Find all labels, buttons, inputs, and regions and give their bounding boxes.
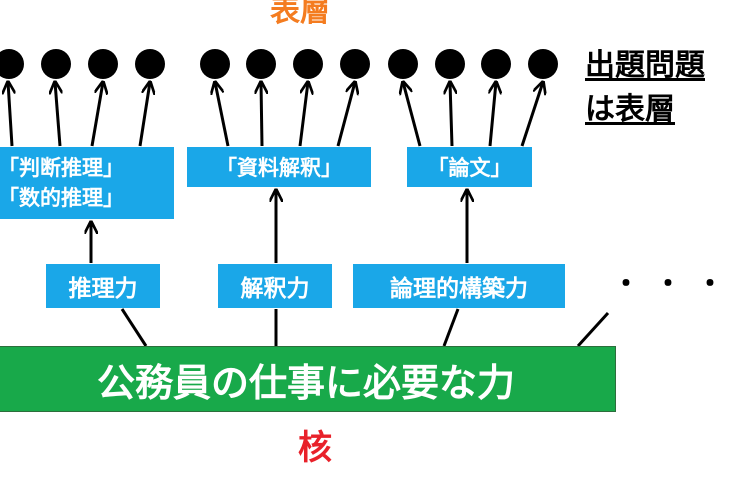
exam-note-line-2: は表層 xyxy=(585,92,675,127)
ability-box-reasoning: 推理力 xyxy=(46,264,160,308)
core-ability-bar: 公務員の仕事に必要な力 xyxy=(0,346,616,412)
surface-dot xyxy=(246,49,276,79)
arrow-to-dot xyxy=(450,82,452,147)
subject-line: 「資料解釈」 xyxy=(216,156,342,180)
core-connector xyxy=(576,311,610,348)
exam-note-line-1: 出題問題 xyxy=(585,48,705,83)
core-connector xyxy=(442,308,460,347)
surface-dot xyxy=(435,49,465,79)
core-label: 核 xyxy=(298,428,332,468)
subject-line: 「判断推理」 xyxy=(0,156,124,180)
core-ability-text: 公務員の仕事に必要な力 xyxy=(96,360,515,405)
ellipsis: ・・・ xyxy=(612,267,739,300)
arrow-to-dot xyxy=(336,82,355,147)
ability-label: 推理力 xyxy=(68,276,138,302)
arrow-to-dot xyxy=(138,82,150,147)
ability-box-interpretation: 解釈力 xyxy=(218,264,332,308)
surface-dot xyxy=(528,49,558,79)
arrow-to-dot xyxy=(215,82,230,147)
surface-dot xyxy=(0,49,24,79)
subject-box-reasoning: 「判断推理」 「数的推理」 xyxy=(0,147,174,219)
surface-dot xyxy=(388,49,418,79)
subject-line: 「論文」 xyxy=(427,156,512,180)
arrow-to-dot xyxy=(8,82,12,147)
surface-dot xyxy=(41,49,71,79)
surface-dot xyxy=(200,49,230,79)
subject-line: 「数的推理」 xyxy=(0,186,124,210)
surface-dot xyxy=(88,49,118,79)
arrow-to-dot xyxy=(261,82,262,147)
exam-note: 出題問題 は表層 xyxy=(585,44,705,132)
surface-dots xyxy=(0,49,558,79)
surface-dot xyxy=(481,49,511,79)
subject-box-essay: 「論文」 xyxy=(407,147,532,187)
subject-box-data-interpretation: 「資料解釈」 xyxy=(187,147,371,187)
core-connector xyxy=(120,308,148,347)
ability-box-logic: 論理的構築力 xyxy=(353,264,565,308)
surface-dot xyxy=(293,49,323,79)
surface-dot xyxy=(340,49,370,79)
ability-label: 解釈力 xyxy=(240,276,310,302)
arrow-to-dot xyxy=(520,82,543,147)
ability-label: 論理的構築力 xyxy=(390,276,528,302)
arrow-to-dot xyxy=(90,82,103,147)
surface-dot xyxy=(135,49,165,79)
arrow-to-dot xyxy=(298,82,308,147)
arrow-to-dot xyxy=(490,82,496,147)
surface-title: 表層 xyxy=(270,0,330,29)
arrow-to-dot xyxy=(55,82,60,147)
connector-arrows xyxy=(8,82,610,348)
arrow-to-dot xyxy=(403,82,422,147)
